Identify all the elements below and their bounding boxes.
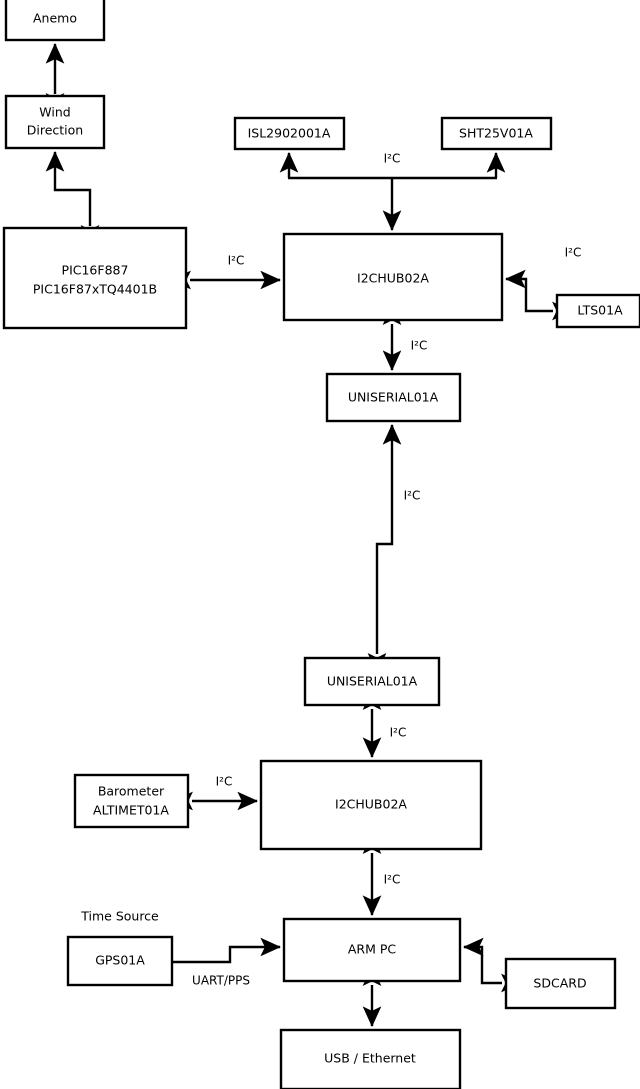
node-sdcard-box[interactable] <box>504 957 617 1010</box>
node-lts01a-label: LTS01A <box>577 303 623 318</box>
node-anemo[interactable]: Anemo <box>4 0 106 42</box>
edge-label-hub-sensors: I²C <box>384 152 401 166</box>
node-uniserial01a-bottom-box[interactable] <box>303 656 441 707</box>
node-wind-direction-box[interactable] <box>4 94 106 150</box>
node-gps01a-box[interactable] <box>66 935 174 987</box>
node-barometer[interactable]: Barometer ALTIMET01A <box>73 773 190 829</box>
node-pic-box[interactable] <box>2 226 188 330</box>
edge-label-pic-hub: I²C <box>228 254 245 268</box>
edge-label-hub-arm: I²C <box>384 873 401 887</box>
node-wind-direction-label-1: Wind <box>39 105 70 120</box>
edge-label-uart-pps: UART/PPS <box>192 974 250 988</box>
node-lts01a-box[interactable] <box>555 293 640 329</box>
node-barometer-label-2: ALTIMET01A <box>93 803 169 818</box>
node-i2chub02a-top-box[interactable] <box>282 232 504 322</box>
node-sht25v01a[interactable]: SHT25V01A <box>440 116 553 151</box>
node-arm-pc-box[interactable] <box>282 917 462 983</box>
edge-wind-pic-path <box>45 151 100 246</box>
node-uniserial01a-top-label: UNISERIAL01A <box>348 390 439 405</box>
node-sdcard[interactable]: SDCARD <box>504 957 617 1010</box>
node-wind-direction[interactable]: Wind Direction <box>4 94 106 150</box>
node-pic[interactable]: PIC16F887 PIC16F87xTQ4401B <box>2 226 188 330</box>
node-barometer-label-1: Barometer <box>98 784 165 799</box>
edge-uniserial-link <box>367 424 402 674</box>
edge-gps-arm <box>172 937 281 964</box>
node-uniserial01a-bottom[interactable]: UNISERIAL01A <box>303 656 441 707</box>
edge-wind-pic <box>45 151 100 246</box>
node-barometer-box[interactable] <box>73 773 190 829</box>
node-i2chub02a-top-label: I2CHUB02A <box>357 271 429 286</box>
node-uniserial01a-top[interactable]: UNISERIAL01A <box>325 372 462 423</box>
node-i2chub02a-bottom-box[interactable] <box>259 759 483 851</box>
edge-arm-sdcard-path <box>463 937 522 993</box>
edge-label-hub-lts: I²C <box>565 246 582 260</box>
node-anemo-box[interactable] <box>4 0 106 42</box>
node-i2chub02a-bottom[interactable]: I2CHUB02A <box>259 759 483 851</box>
edge-label-uniserial-link: I²C <box>404 489 421 503</box>
node-isl2902001a[interactable]: ISL2902001A <box>233 116 346 151</box>
node-isl2902001a-box[interactable] <box>233 116 346 151</box>
node-i2chub02a-top[interactable]: I2CHUB02A <box>282 232 504 322</box>
node-isl2902001a-label: ISL2902001A <box>248 126 331 141</box>
node-pic-label-1: PIC16F887 <box>62 263 129 278</box>
node-uniserial01a-bottom-label: UNISERIAL01A <box>327 674 418 689</box>
node-pic-label-2: PIC16F87xTQ4401B <box>33 282 157 297</box>
node-sdcard-label: SDCARD <box>533 976 586 991</box>
node-arm-pc-label: ARM PC <box>348 942 397 957</box>
node-arm-pc[interactable]: ARM PC <box>282 917 462 983</box>
edge-hub-sensor-bus <box>279 152 506 231</box>
edge-uniserial-link-path <box>367 424 402 674</box>
node-usb-ethernet[interactable]: USB / Ethernet <box>279 1028 462 1089</box>
node-lts01a[interactable]: LTS01A <box>555 293 640 329</box>
node-sht25v01a-box[interactable] <box>440 116 553 151</box>
edge-gps-arm-path <box>172 937 281 964</box>
node-wind-direction-label-2: Direction <box>27 123 83 138</box>
node-gps01a[interactable]: GPS01A <box>66 935 174 987</box>
node-sht25v01a-label: SHT25V01A <box>459 126 533 141</box>
edge-hub-lts-path <box>505 269 573 321</box>
edge-label-hub-uniserial: I²C <box>411 339 428 353</box>
label-time-source: Time Source <box>80 909 159 924</box>
edge-hub-lts <box>505 269 573 321</box>
node-anemo-label: Anemo <box>33 11 77 26</box>
node-usb-ethernet-box[interactable] <box>279 1028 462 1089</box>
edge-label-baro-hub: I²C <box>216 775 233 789</box>
node-gps01a-label: GPS01A <box>95 953 145 968</box>
edge-arm-sdcard <box>463 937 522 993</box>
node-uniserial01a-top-box[interactable] <box>325 372 462 423</box>
edge-label-uniserial-hub-bot: I²C <box>390 726 407 740</box>
node-usb-ethernet-label: USB / Ethernet <box>324 1051 416 1066</box>
node-i2chub02a-bottom-label: I2CHUB02A <box>335 797 407 812</box>
